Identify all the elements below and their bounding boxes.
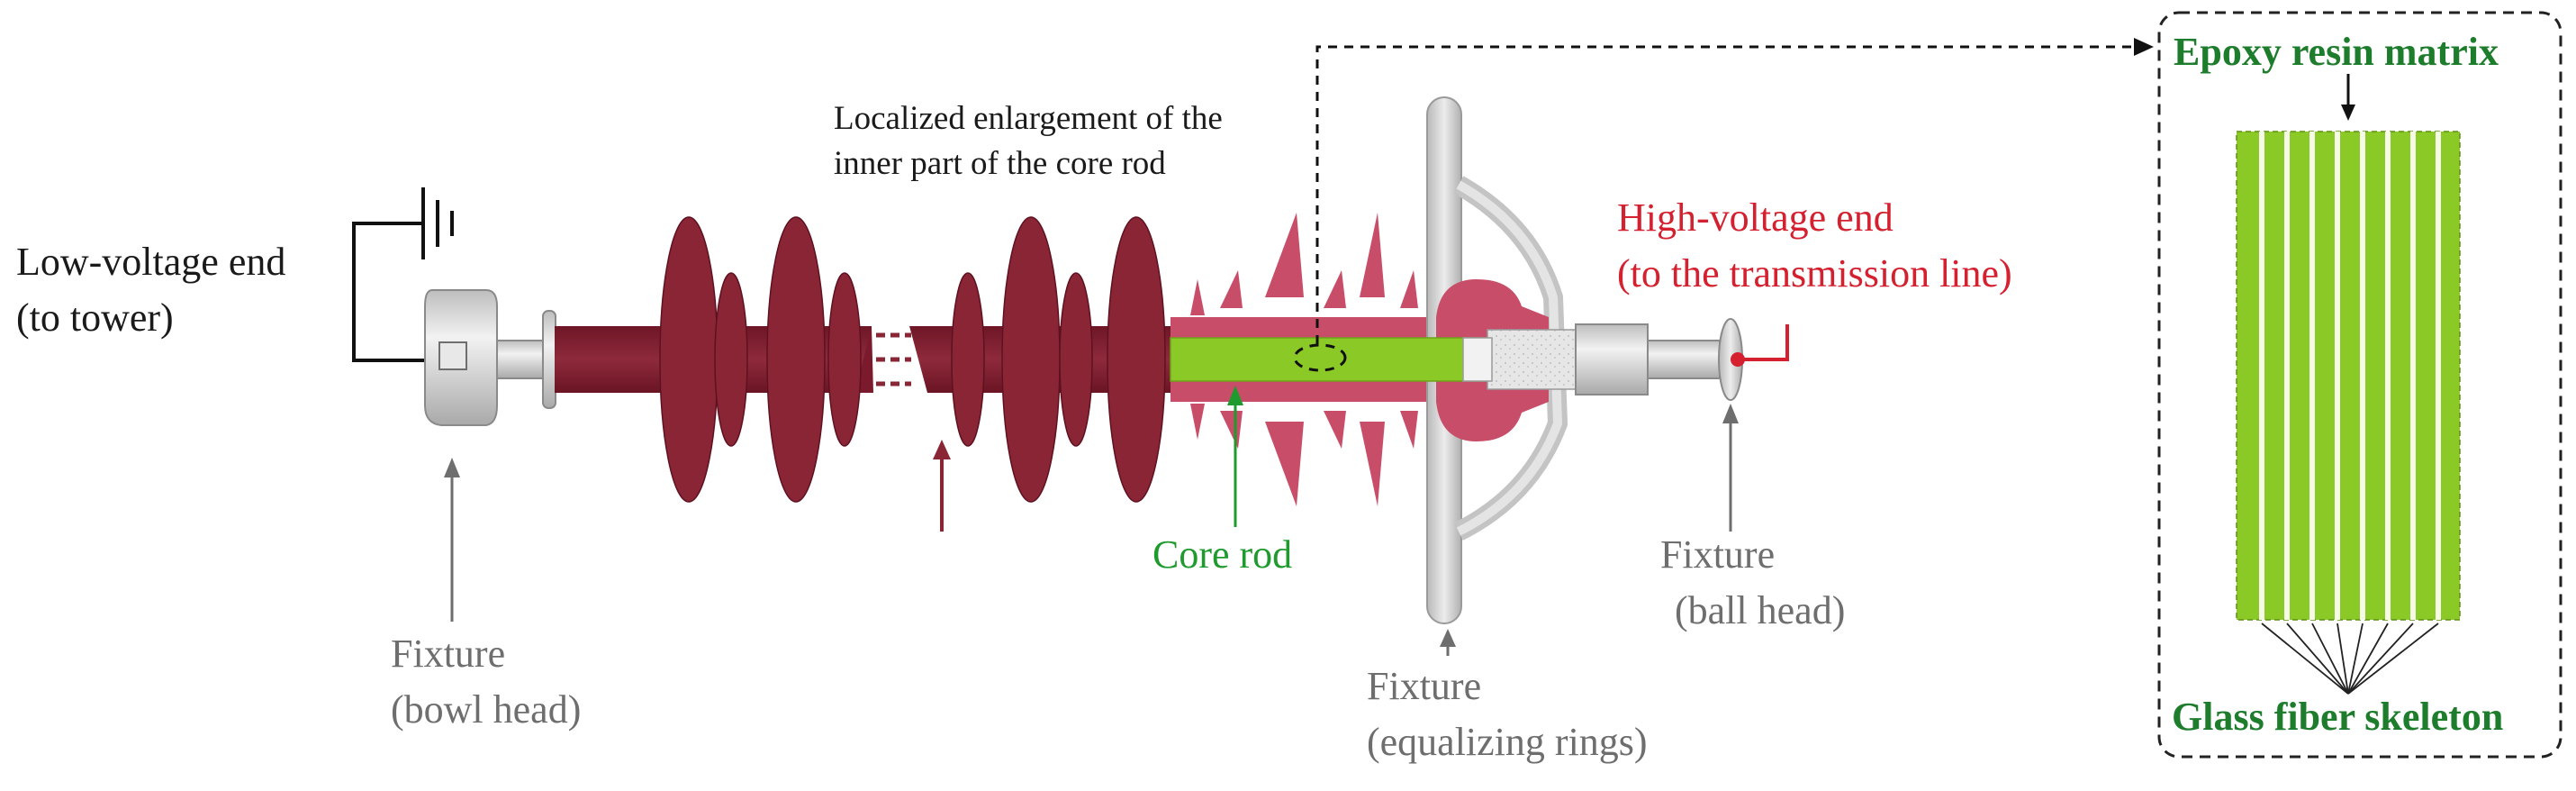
high-voltage-label-1: High-voltage end [1617, 195, 1894, 240]
enlargement-label-1: Localized enlargement of the [834, 100, 1223, 137]
enlargement-panel [2157, 11, 2562, 759]
bowl-head-label-1: Fixture [391, 632, 505, 676]
ball-head-label-1: Fixture [1660, 532, 1775, 577]
leader-arrowhead [2134, 38, 2154, 56]
ball-head-label-2: (ball head) [1675, 588, 1845, 632]
fiber-block [2236, 131, 2461, 621]
enlargement-label-2: inner part of the core rod [834, 145, 1166, 182]
glass-fiber-label: Glass fiber skeleton [2172, 695, 2503, 739]
bowl-head-label-2: (bowl head) [391, 687, 581, 732]
rings-label-1: Fixture [1367, 664, 1481, 708]
ball-head-fixture [1575, 318, 1743, 401]
rings-label-2: (equalizing rings) [1367, 720, 1648, 764]
low-voltage-label-2: (to tower) [16, 295, 174, 340]
break-marks [876, 332, 911, 386]
enlargement-leader [1293, 45, 2134, 372]
ground-symbol [352, 187, 454, 362]
fiber-pointer-lines [2261, 623, 2439, 695]
low-voltage-label-1: Low-voltage end [16, 240, 285, 284]
epoxy-label: Epoxy resin matrix [2174, 30, 2499, 74]
pointer-arrows [444, 386, 1739, 656]
bowl-head-fixture [424, 289, 556, 426]
left-rod-sheds [555, 216, 873, 503]
core-rod-label: Core rod [1152, 532, 1292, 577]
high-voltage-wire [1731, 324, 1789, 367]
core-rod [1170, 329, 1577, 390]
high-voltage-label-2: (to the transmission line) [1617, 251, 2012, 295]
middle-rod-sheds [909, 216, 1170, 503]
break-arrow [933, 440, 951, 532]
